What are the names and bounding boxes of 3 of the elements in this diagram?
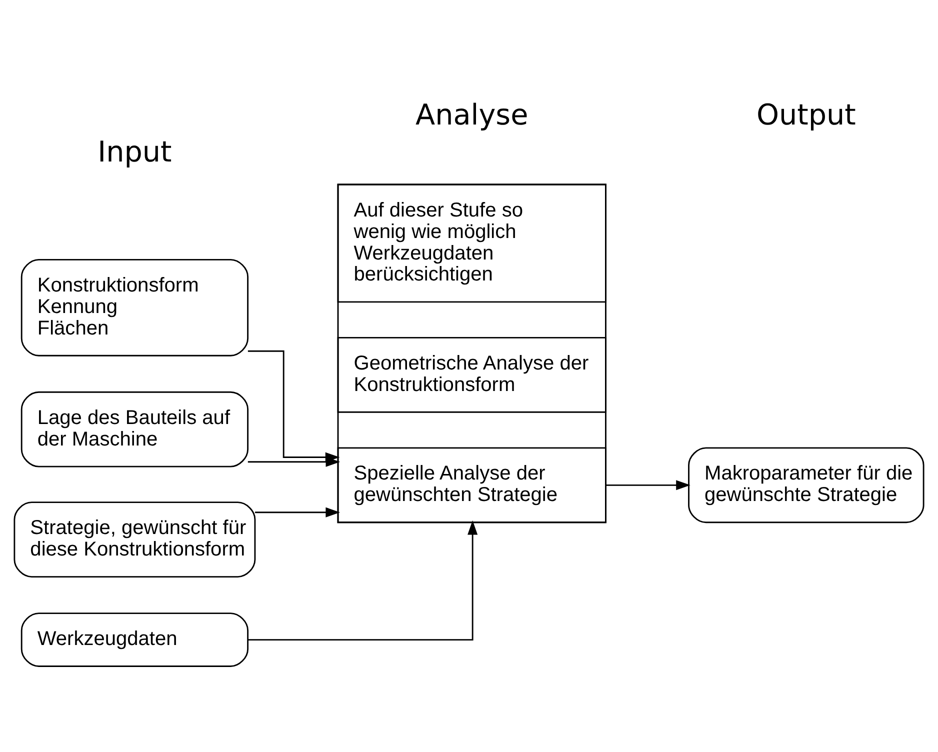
label: Output [756, 97, 856, 132]
label: Input [98, 134, 172, 169]
label: Analyse [416, 97, 528, 132]
